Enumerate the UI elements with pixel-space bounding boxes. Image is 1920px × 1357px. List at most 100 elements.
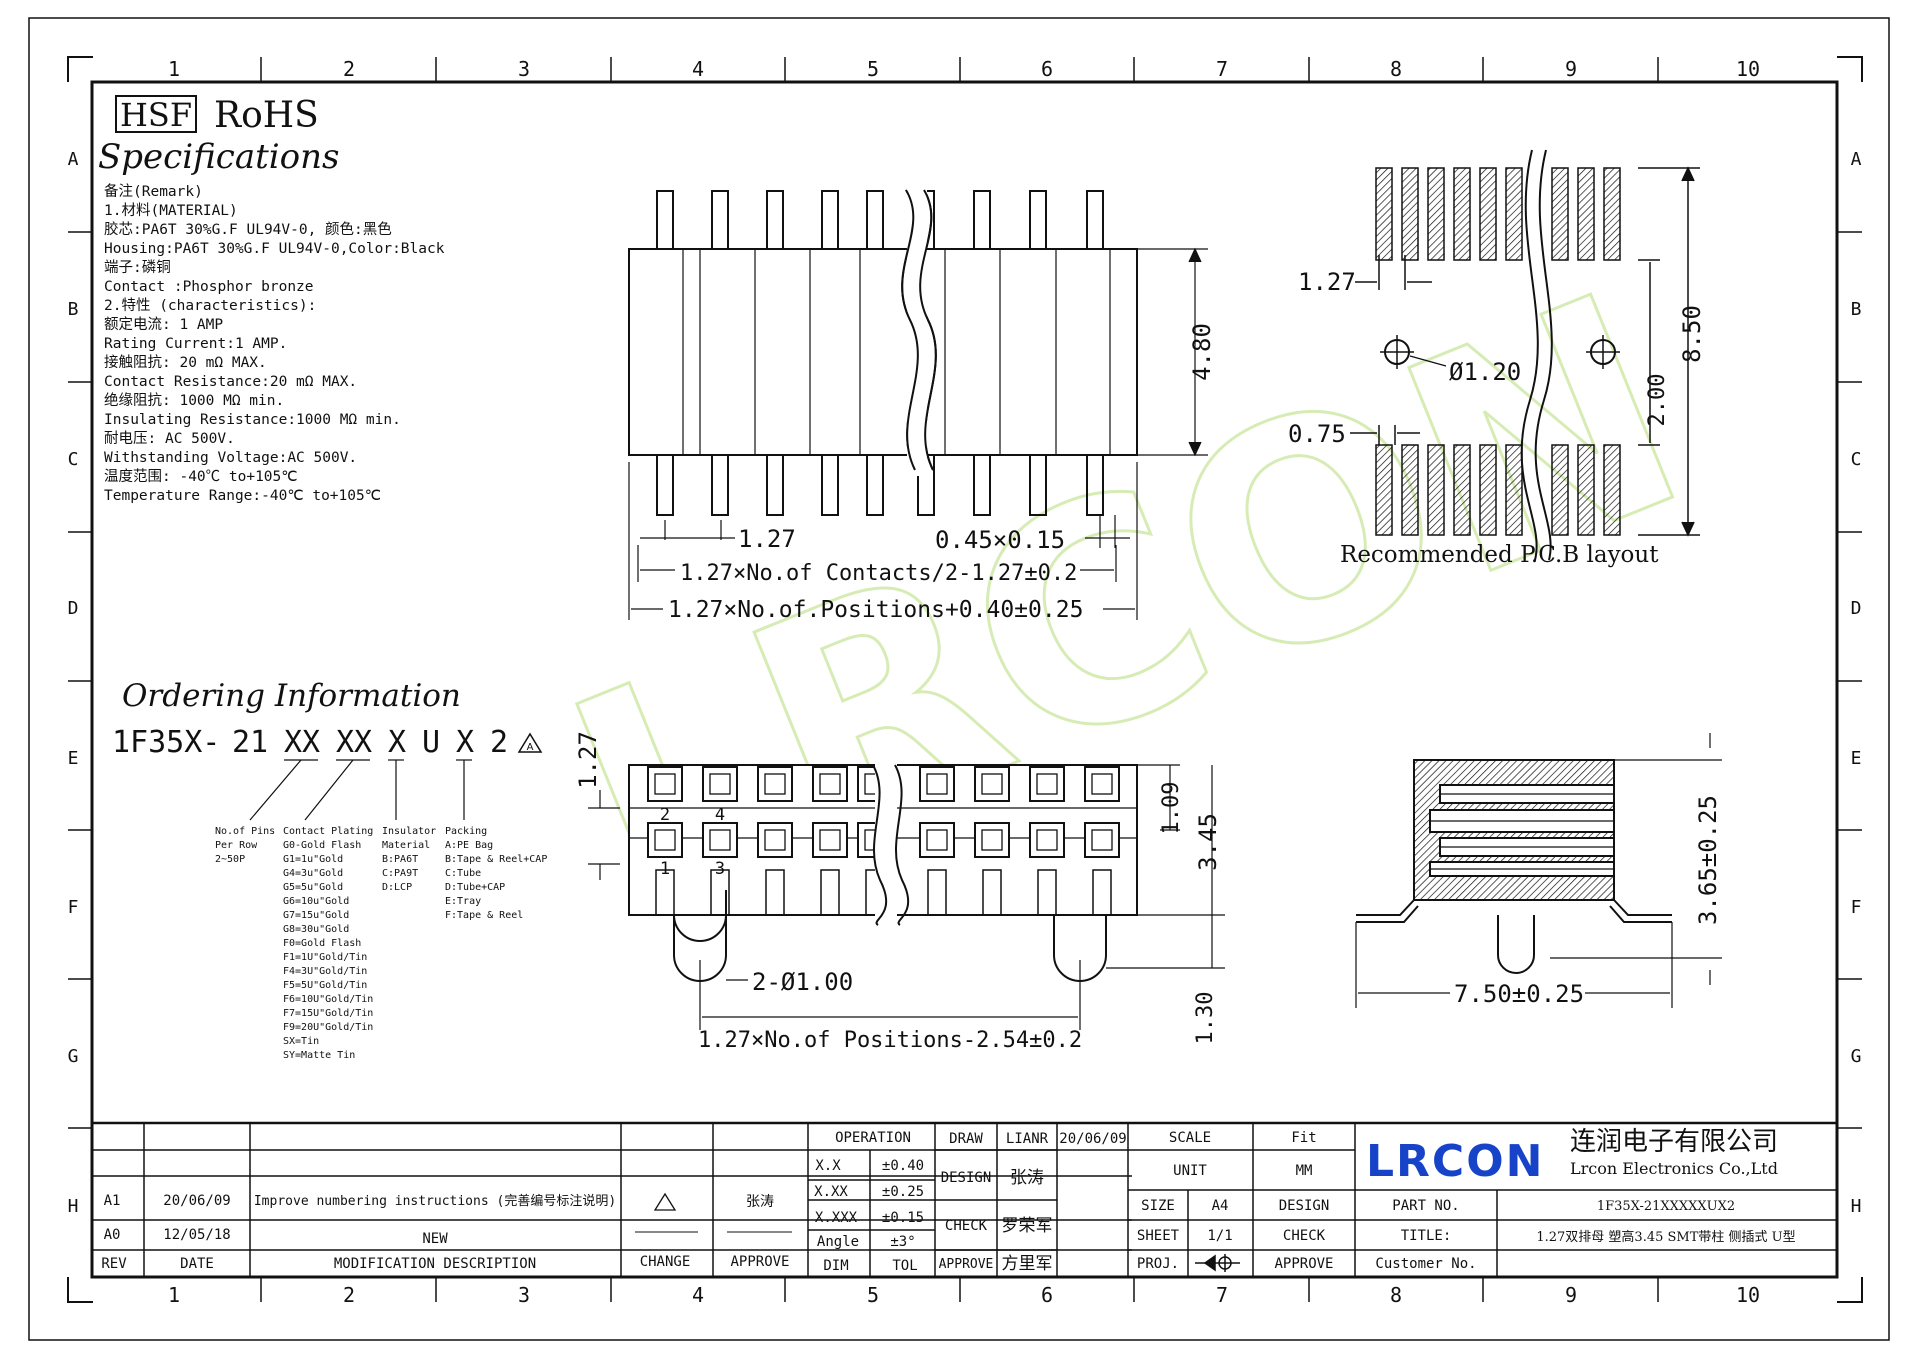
remark-line: 备注(Remark) (104, 183, 203, 200)
plating-legend: G1=1u"Gold (283, 854, 343, 865)
top-109-dim: 1.09 (1159, 782, 1184, 835)
pcb-pad (1453, 444, 1471, 536)
plating-legend: G8=30u"Gold (283, 924, 349, 935)
zone-col-6: 6 (1041, 57, 1053, 81)
remarks-list: 备注(Remark) 1.材料(MATERIAL) 胶芯:PA6T 30%G.F… (104, 183, 445, 504)
design-name: 张涛 (1010, 1168, 1044, 1188)
code-insulator: X (388, 725, 406, 760)
code-series: 1F35X- (112, 725, 220, 760)
hsf-logo: HSF (120, 96, 192, 134)
pin-bottom (656, 454, 674, 516)
tol-header: TOL (892, 1258, 917, 1274)
zone-col-8-bottom: 8 (1390, 1283, 1402, 1307)
contact-cell-inner (1036, 773, 1058, 795)
tol-value: ±0.15 (882, 1210, 924, 1226)
contact-cell (812, 822, 848, 858)
pcb-pad (1375, 167, 1393, 261)
ordering-leaders (249, 759, 472, 821)
ordering-legend: No.of Pins Per Row 2~50P Contact Plating… (215, 826, 547, 1061)
contact-cell (702, 822, 738, 858)
top-post-dim: 2-Ø1.00 (752, 968, 853, 996)
rev-a1-change: △ (662, 1201, 668, 1211)
design-label: DESIGN (941, 1170, 992, 1186)
zone-row-h-right: H (1851, 1196, 1862, 1217)
insulator-legend: C:PA9T (382, 868, 418, 879)
side-view (1355, 733, 1722, 1008)
pcb-pad (1505, 167, 1523, 261)
zone-col-10: 10 (1736, 57, 1760, 81)
contact-cell (1084, 822, 1120, 858)
tol-value: ±0.25 (882, 1184, 924, 1200)
rev-a1-desc: Improve numbering instructions (完善编号标注说明… (254, 1193, 616, 1209)
plating-legend: SY=Matte Tin (283, 1050, 355, 1061)
zone-row-g-right: G (1851, 1046, 1862, 1067)
contact-cell (974, 766, 1010, 802)
side-height-dim: 3.65±0.25 (1694, 795, 1722, 925)
tol-dim: X.XXX (815, 1210, 858, 1226)
rev-a0-desc: NEW (422, 1231, 448, 1247)
pin-top (656, 190, 674, 250)
contact-cell (1029, 822, 1065, 858)
title-value: 1.27双排母 塑高3.45 SMT带柱 侧插式 U型 (1536, 1229, 1795, 1245)
insulator-legend: Material (382, 840, 430, 851)
plating-legend: F1=1U"Gold/Tin (283, 952, 367, 963)
insulator-legend: B:PA6T (382, 854, 418, 865)
plating-legend: F6=10U"Gold/Tin (283, 994, 373, 1005)
remark-line: 1.材料(MATERIAL) (104, 202, 238, 219)
pin-bottom (866, 454, 884, 516)
plating-legend: F4=3U"Gold/Tin (283, 966, 367, 977)
pin-bottom (766, 454, 784, 516)
remark-line: Housing:PA6T 30%G.F UL94V-0,Color:Black (104, 241, 445, 257)
rev-header: REV (101, 1256, 127, 1272)
plating-legend: G5=5u"Gold (283, 882, 343, 893)
rev-a0-rev: A0 (104, 1227, 121, 1243)
remark-line: Contact :Phosphor bronze (104, 279, 314, 295)
pcb-gap-dim: 2.00 (1645, 374, 1670, 427)
dim-header: DIM (823, 1258, 848, 1274)
outer-border (28, 17, 1890, 1341)
zone-ticks (68, 57, 1862, 1302)
pcb-pad (1401, 444, 1419, 536)
part-no-label: PART NO. (1392, 1198, 1459, 1214)
pin-top (766, 190, 784, 250)
corner-marks (67, 56, 1863, 1303)
zone-col-7: 7 (1216, 57, 1228, 81)
remark-line: 额定电流: 1 AMP (104, 316, 223, 333)
packing-legend: E:Tray (445, 896, 481, 907)
zone-row-a: A (68, 149, 79, 170)
pin-top (1086, 190, 1104, 250)
contact-cell (647, 766, 683, 802)
tol-dim: Angle (817, 1234, 859, 1250)
pcb-pitch-dim: 1.27 (1298, 268, 1356, 296)
contact-cell-inner (709, 829, 731, 851)
zone-col-5: 5 (867, 57, 879, 81)
remark-line: 耐电压: AC 500V. (104, 430, 235, 447)
remark-line: Contact Resistance:20 mΩ MAX. (104, 374, 357, 390)
contact-cell-inner (764, 829, 786, 851)
remark-line: Rating Current:1 AMP. (104, 336, 287, 352)
zone-row-b-right: B (1851, 299, 1862, 320)
zone-col-1: 1 (168, 57, 180, 81)
top-view (588, 760, 1225, 1030)
pcb-pad (1375, 444, 1393, 536)
contact-leg (927, 869, 947, 916)
contact-cell-inner (1036, 829, 1058, 851)
code-plating: XX (336, 725, 372, 760)
contact-leg (710, 869, 730, 916)
check-name: 罗荣军 (1002, 1216, 1053, 1236)
pcb-pad (1427, 444, 1445, 536)
rev-a1-rev: A1 (104, 1193, 121, 1209)
contact-cell (757, 822, 793, 858)
contact-cell-inner (654, 829, 676, 851)
zone-row-e-right: E (1851, 748, 1862, 769)
remark-line: Temperature Range:-40℃ to+105℃ (104, 488, 381, 504)
zone-col-3: 3 (518, 57, 530, 81)
pin-bottom (821, 454, 839, 516)
contact-leg (655, 869, 675, 916)
plating-legend: G0-Gold Flash (283, 840, 361, 851)
zone-col-1-bottom: 1 (168, 1283, 180, 1307)
zone-row-c: C (68, 449, 79, 470)
pin-top (1029, 190, 1047, 250)
plating-legend: F5=5U"Gold/Tin (283, 980, 367, 991)
